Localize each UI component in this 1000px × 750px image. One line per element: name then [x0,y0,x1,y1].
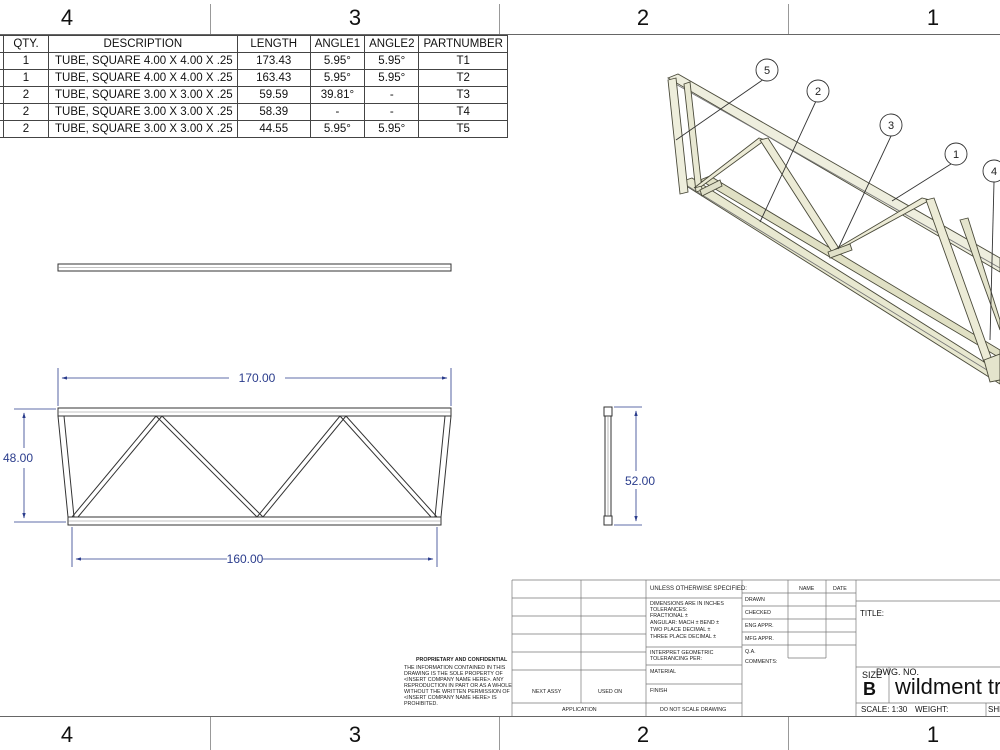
role-checked: CHECKED [745,610,771,616]
size-value: B [863,679,876,699]
bom-row: 2 TUBE, SQUARE 3.00 X 3.00 X .25 44.55 5… [0,120,508,138]
tolerance-line-4: ANGULAR: MACH ± BEND ± [650,620,720,626]
name-header: NAME [799,586,815,592]
unless-specified: UNLESS OTHERWISE SPECIFIED: [650,586,747,592]
application-label: APPLICATION [562,707,597,713]
date-header: DATE [833,586,847,592]
tolerance-line-3: FRACTIONAL ± [650,613,688,619]
material-label: MATERIAL [650,669,677,675]
top-view [57,263,452,272]
dimension-top-width-label: 170.00 [239,371,276,385]
bom-length: 59.59 [236,86,311,104]
bom-header-angle2: ANGLE2 [364,35,420,53]
role-qa: Q.A. [745,649,756,655]
zone-label-top-2: 2 [636,5,650,30]
role-drawn: DRAWN [745,597,765,603]
side-view [603,406,613,526]
balloons [675,58,1000,341]
dwg-no-label: DWG. NO. [876,667,919,677]
tolerance-line-5: TWO PLACE DECIMAL ± [650,627,711,633]
role-eng-appr: ENG APPR. [745,623,774,629]
border-top [0,34,1000,35]
zone-divider [788,4,789,34]
zone-divider [210,4,211,34]
balloon-4: 4 [991,166,997,178]
bom-row: 2 TUBE, SQUARE 3.00 X 3.00 X .25 58.39 -… [0,103,508,121]
proprietary-line-6: <INSERT COMPANY NAME HERE> IS [404,695,497,701]
zone-divider [499,4,500,34]
zone-label-top-4: 4 [60,5,74,30]
balloon-3: 3 [888,120,894,132]
bom-description: TUBE, SQUARE 4.00 X 4.00 X .25 [48,52,238,70]
interpret-line-1: INTERPRET GEOMETRIC [650,650,714,656]
proprietary-title: PROPRIETARY AND CONFIDENTIAL [416,657,508,663]
zone-label-top-3: 3 [348,5,362,30]
bom-angle1: 39.81° [309,86,366,104]
bom-header-length: LENGTH [236,35,311,53]
proprietary-line-4: REPRODUCTION IN PART OR AS A WHOLE [404,683,512,689]
do-not-scale-label: DO NOT SCALE DRAWING [660,707,727,713]
border-bottom [0,716,1000,717]
bom-description: TUBE, SQUARE 3.00 X 3.00 X .25 [48,86,238,104]
bom-angle1: 5.95° [309,120,366,138]
proprietary-line-5: WITHOUT THE WRITTEN PERMISSION OF [404,689,510,695]
size-label: SIZE [862,670,883,680]
dimension-height [14,408,66,523]
balloon-1: 1 [953,149,959,161]
interpret-line-2: TOLERANCING PER: [650,656,702,662]
dwg-no-value: wildment trim [895,674,1000,699]
zone-label-bottom-4: 4 [60,722,74,747]
tolerance-line-2: TOLERANCES: [650,607,688,613]
zone-divider [788,717,789,750]
front-view-truss [57,407,452,526]
balloon-2: 2 [815,86,821,98]
sheet-label: SHE [988,705,1000,714]
proprietary-line-2: DRAWING IS THE SOLE PROPERTY OF [404,671,503,677]
bom-description: TUBE, SQUARE 4.00 X 4.00 X .25 [48,69,238,87]
bom-description: TUBE, SQUARE 3.00 X 3.00 X .25 [48,103,238,121]
dimension-height-label: 48.00 [3,451,33,465]
used-on-label: USED ON [598,689,623,695]
bom-row: 2 TUBE, SQUARE 3.00 X 3.00 X .25 59.59 3… [0,86,508,104]
proprietary-line-1: THE INFORMATION CONTAINED IN THIS [404,665,506,671]
zone-divider [210,717,211,750]
role-comments: COMMENTS: [745,659,778,665]
dimension-top-width [57,368,452,406]
next-assy-label: NEXT ASSY [532,689,562,695]
isometric-view [666,73,1000,385]
zone-label-bottom-1: 1 [926,722,940,747]
title-block-grid [511,579,1000,716]
proprietary-line-3: <INSERT COMPANY NAME HERE>. ANY [404,677,504,683]
dimension-side-height-label: 52.00 [625,474,655,488]
proprietary-line-7: PROHIBITED. [404,701,438,707]
finish-label: FINISH [650,688,668,694]
zone-divider [499,717,500,750]
title-label: TITLE: [860,609,885,618]
dimension-side-height [614,406,642,526]
dimension-bottom-width [71,527,438,567]
zone-label-bottom-2: 2 [636,722,650,747]
balloon-5: 5 [764,65,770,77]
zone-label-top-1: 1 [926,5,940,30]
bom-partnumber: T5 [418,120,508,138]
bom-qty: 2 [3,120,49,138]
dimension-bottom-width-label: 160.00 [227,552,264,566]
weight-label: WEIGHT: [915,705,949,714]
bom-header-partnumber: PARTNUMBER [418,35,508,53]
tolerance-line-1: DIMENSIONS ARE IN INCHES [650,601,724,607]
zone-label-bottom-3: 3 [348,722,362,747]
role-mfg-appr: MFG APPR. [745,636,774,642]
tolerance-line-6: THREE PLACE DECIMAL ± [650,634,716,640]
scale-label: SCALE: 1:30 [861,705,908,714]
bom-table: O. QTY. DESCRIPTION LENGTH ANGLE1 ANGLE2… [0,35,508,138]
bom-angle2: 5.95° [364,120,420,138]
bom-description: TUBE, SQUARE 3.00 X 3.00 X .25 [48,120,238,138]
bom-partnumber: T1 [418,52,508,70]
